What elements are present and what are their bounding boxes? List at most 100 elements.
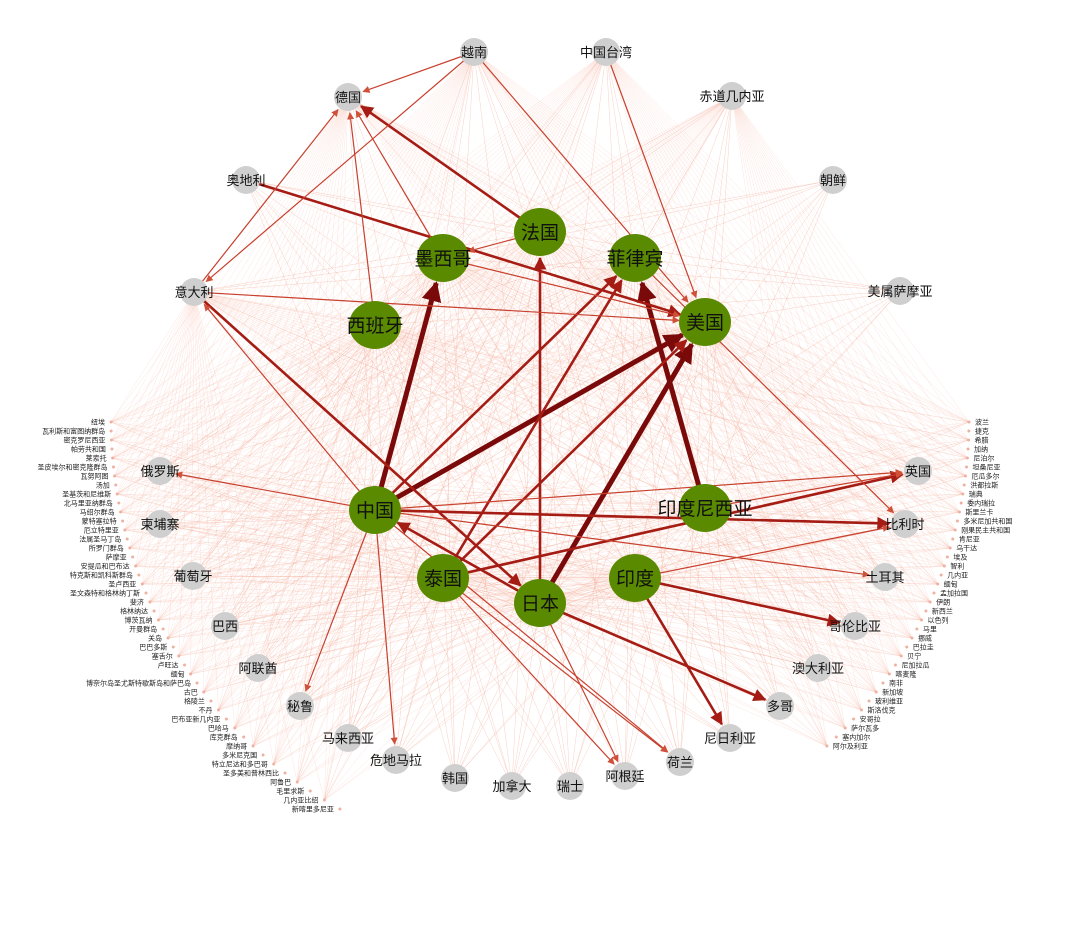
small-country-label[interactable]: 圣多美和普林西比 — [223, 769, 279, 778]
small-country-label[interactable]: 巴哈马 — [208, 724, 229, 733]
small-country-label[interactable]: 刚果民主共和国 — [961, 526, 1010, 535]
country-node[interactable]: 奥地利 — [226, 166, 266, 194]
small-country-label[interactable]: 马绍尔群岛 — [80, 508, 115, 517]
small-country-label[interactable]: 洪都拉斯 — [970, 481, 998, 490]
small-country-label[interactable]: 法属圣马丁岛 — [79, 535, 121, 544]
small-country-label[interactable]: 捷克 — [975, 427, 989, 436]
country-node[interactable]: 阿根廷 — [605, 762, 645, 790]
small-country-label[interactable]: 斐济 — [130, 598, 144, 607]
small-country-label[interactable]: 圣文森特和格林纳丁斯 — [70, 589, 140, 598]
main-country-node[interactable]: 法国 — [514, 208, 566, 256]
country-node[interactable]: 荷兰 — [666, 748, 694, 776]
small-country-label[interactable]: 蒙特塞拉特 — [82, 517, 117, 526]
small-country-label[interactable]: 几内亚比绍 — [283, 796, 318, 805]
small-country-label[interactable]: 希腊 — [975, 436, 989, 445]
small-country-label[interactable]: 阿鲁巴 — [270, 778, 291, 787]
small-country-label[interactable]: 不丹 — [198, 707, 212, 715]
small-country-label[interactable]: 尼加拉瓜 — [901, 661, 929, 670]
small-country-label[interactable]: 南非 — [889, 679, 903, 688]
main-country-node[interactable]: 中国 — [349, 486, 401, 534]
small-country-label[interactable]: 马里 — [923, 626, 937, 634]
country-node[interactable]: 比利时 — [885, 510, 925, 538]
small-country-label[interactable]: 毛里求斯 — [276, 787, 304, 796]
main-country-node[interactable]: 印度尼西亚 — [657, 484, 753, 532]
small-country-label[interactable]: 新喀里多尼亚 — [292, 805, 334, 814]
small-country-label[interactable]: 汤加 — [96, 481, 110, 490]
small-country-label[interactable]: 摩纳哥 — [226, 742, 247, 751]
country-node[interactable]: 多哥 — [766, 692, 794, 720]
small-country-label[interactable]: 喀麦隆 — [895, 670, 916, 679]
country-node[interactable]: 美属萨摩亚 — [867, 277, 933, 305]
small-country-label[interactable]: 巴巴多斯 — [139, 643, 167, 652]
small-country-label[interactable]: 萨尔瓦多 — [851, 724, 879, 733]
small-country-label[interactable]: 贝宁 — [907, 652, 921, 661]
small-country-label[interactable]: 缅甸 — [944, 580, 958, 589]
country-node[interactable]: 意大利 — [174, 278, 214, 306]
small-country-label[interactable]: 博茨瓦纳 — [124, 616, 152, 625]
small-country-label[interactable]: 几内亚 — [947, 571, 968, 580]
country-node[interactable]: 赤道几内亚 — [699, 82, 765, 110]
small-country-label[interactable]: 多米尼克国 — [222, 751, 257, 760]
small-country-label[interactable]: 安哥拉 — [860, 715, 881, 724]
small-country-label[interactable]: 加纳 — [974, 445, 988, 454]
main-country-node[interactable]: 日本 — [514, 579, 566, 627]
small-country-label[interactable]: 帕劳共和国 — [71, 445, 106, 454]
small-country-label[interactable]: 开曼群岛 — [129, 625, 157, 634]
small-country-label[interactable]: 博奈尔岛圣尤斯特歇斯岛和萨巴岛 — [86, 679, 191, 688]
small-country-label[interactable]: 卢旺达 — [158, 661, 179, 670]
small-country-label[interactable]: 以色列 — [928, 616, 949, 625]
small-country-label[interactable]: 纽埃 — [91, 418, 105, 427]
country-node[interactable]: 马来西亚 — [322, 724, 374, 752]
small-country-label[interactable]: 斯洛伐克 — [868, 706, 896, 715]
country-node[interactable]: 德国 — [334, 83, 362, 111]
small-country-label[interactable]: 委内瑞拉 — [967, 499, 995, 508]
small-country-label[interactable]: 特克斯和凯科斯群岛 — [70, 571, 133, 580]
country-node[interactable]: 危地马拉 — [370, 746, 422, 774]
small-country-label[interactable]: 多米尼加共和国 — [963, 517, 1012, 526]
small-country-label[interactable]: 巴布亚新几内亚 — [171, 715, 220, 724]
country-node[interactable]: 葡萄牙 — [173, 562, 213, 590]
country-node[interactable]: 俄罗斯 — [140, 457, 180, 485]
small-country-label[interactable]: 密克罗尼西亚 — [63, 436, 105, 445]
small-country-label[interactable]: 阿尔及利亚 — [833, 742, 868, 751]
small-country-label[interactable]: 安提瓜和巴布达 — [81, 562, 130, 571]
country-node[interactable]: 尼日利亚 — [704, 724, 756, 752]
country-node[interactable]: 朝鲜 — [819, 166, 847, 194]
small-country-label[interactable]: 波兰 — [975, 418, 989, 427]
small-country-label[interactable]: 埃及 — [953, 553, 967, 562]
small-country-label[interactable]: 塞舌尔 — [152, 652, 173, 661]
country-node[interactable]: 越南 — [460, 38, 488, 66]
main-country-node[interactable]: 菲律宾 — [606, 234, 664, 282]
small-country-label[interactable]: 格林纳达 — [120, 607, 148, 616]
small-country-label[interactable]: 伊朗 — [936, 598, 950, 607]
small-country-label[interactable]: 乌干达 — [956, 544, 977, 553]
country-node[interactable]: 巴西 — [211, 612, 239, 640]
small-country-label[interactable]: 圣卢西亚 — [108, 580, 136, 589]
small-country-label[interactable]: 瑞典 — [969, 490, 983, 499]
country-node[interactable]: 英国 — [904, 457, 932, 485]
country-node[interactable]: 加拿大 — [492, 772, 532, 800]
main-country-node[interactable]: 墨西哥 — [414, 234, 472, 282]
small-country-label[interactable]: 肯尼亚 — [959, 535, 980, 544]
small-country-label[interactable]: 特立尼达和多巴哥 — [212, 760, 268, 769]
main-country-node[interactable]: 泰国 — [417, 554, 469, 602]
small-country-label[interactable]: 坦桑尼亚 — [973, 463, 1001, 472]
main-country-node[interactable]: 西班牙 — [346, 301, 404, 349]
small-country-label[interactable]: 瓦利斯和富图纳群岛 — [42, 427, 105, 436]
small-country-label[interactable]: 北马里亚纳群岛 — [64, 499, 113, 508]
small-country-label[interactable]: 圣皮埃尔和密克隆群岛 — [37, 463, 107, 472]
small-country-label[interactable]: 厄瓜多尔 — [971, 472, 999, 481]
small-country-label[interactable]: 库克群岛 — [210, 733, 238, 742]
small-country-label[interactable]: 新西兰 — [932, 607, 953, 616]
main-country-node[interactable]: 印度 — [609, 554, 661, 602]
small-country-label[interactable]: 智利 — [950, 562, 964, 571]
main-country-node[interactable]: 美国 — [679, 298, 731, 346]
small-country-label[interactable]: 瓦努阿图 — [81, 472, 109, 481]
small-country-label[interactable]: 古巴 — [184, 688, 198, 697]
country-node[interactable]: 澳大利亚 — [792, 654, 844, 682]
country-node[interactable]: 瑞士 — [556, 772, 584, 800]
small-country-label[interactable]: 格陵兰 — [184, 697, 205, 706]
small-country-label[interactable]: 圣基茨和尼维斯 — [62, 490, 111, 499]
country-node[interactable]: 中国台湾 — [580, 38, 632, 66]
country-node[interactable]: 阿联酋 — [238, 654, 278, 682]
